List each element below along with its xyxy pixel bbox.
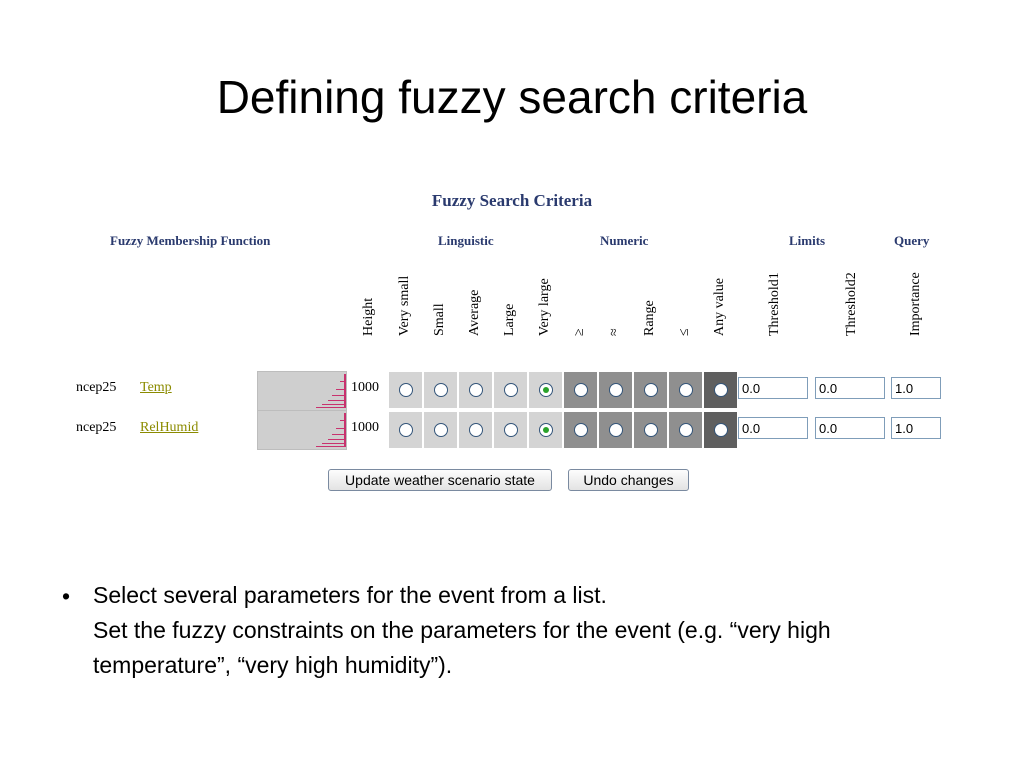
radio-large[interactable] <box>503 423 518 437</box>
membership-function-sparkline <box>257 371 347 411</box>
radio-small[interactable] <box>433 383 448 397</box>
radio-very-small[interactable] <box>398 423 413 437</box>
cell-greater-equal <box>564 412 597 448</box>
radio-less-equal[interactable] <box>678 383 693 397</box>
cell-average <box>459 372 492 408</box>
radio-range[interactable] <box>643 383 658 397</box>
cell-approx <box>599 372 632 408</box>
importance-field[interactable] <box>891 417 941 439</box>
section-linguistic: Linguistic <box>438 233 494 248</box>
cell-approx <box>599 412 632 448</box>
radio-greater-equal[interactable] <box>573 423 588 437</box>
cell-very-large <box>529 372 562 408</box>
column-header-any-value: Any value <box>712 278 727 336</box>
note-line-1: Select several parameters for the event … <box>93 582 607 608</box>
cell-small <box>424 372 457 408</box>
column-header-threshold1: Threshold1 <box>767 272 782 336</box>
column-header-height: Height <box>361 297 376 336</box>
membership-function-sparkline <box>257 410 347 450</box>
radio-average[interactable] <box>468 423 483 437</box>
column-header-importance: Importance <box>908 272 923 336</box>
column-header-small: Small <box>432 303 447 336</box>
radio-greater-equal[interactable] <box>573 383 588 397</box>
cell-less-equal <box>669 372 702 408</box>
membership-curve <box>316 374 346 408</box>
cell-any-value <box>704 412 737 448</box>
cell-any-value <box>704 372 737 408</box>
cell-very-small <box>389 372 422 408</box>
cell-less-equal <box>669 412 702 448</box>
section-numeric: Numeric <box>600 233 649 248</box>
height-value: 1000 <box>351 420 379 435</box>
importance-field[interactable] <box>891 377 941 399</box>
threshold1-field[interactable] <box>738 377 808 399</box>
parameter-link-temp[interactable]: Temp <box>140 380 172 395</box>
column-header-range: Range <box>642 300 657 336</box>
column-header-very-small: Very small <box>397 275 412 336</box>
cell-small <box>424 412 457 448</box>
radio-very-large[interactable] <box>538 423 553 437</box>
radio-small[interactable] <box>433 423 448 437</box>
row-source: ncep25 <box>76 380 117 395</box>
column-header-threshold2: Threshold2 <box>844 272 859 336</box>
column-header-very-large: Very large <box>537 278 552 336</box>
section-limits: Limits <box>789 233 826 248</box>
slide-title: Defining fuzzy search criteria <box>216 71 808 123</box>
parameter-link-relhumid[interactable]: RelHumid <box>140 420 199 435</box>
threshold2-field[interactable] <box>815 417 885 439</box>
update-scenario-button[interactable]: Update weather scenario state <box>328 469 552 491</box>
row-source: ncep25 <box>76 420 117 435</box>
column-header-less-equal: ≤ <box>677 328 692 336</box>
height-value: 1000 <box>351 380 379 395</box>
membership-curve <box>316 413 346 447</box>
radio-less-equal[interactable] <box>678 423 693 437</box>
radio-approx[interactable] <box>608 383 623 397</box>
radio-large[interactable] <box>503 383 518 397</box>
column-header-large: Large <box>502 303 517 336</box>
radio-range[interactable] <box>643 423 658 437</box>
cell-range <box>634 372 667 408</box>
threshold2-field[interactable] <box>815 377 885 399</box>
radio-any-value[interactable] <box>713 423 728 437</box>
panel-title: Fuzzy Search Criteria <box>431 191 593 210</box>
column-header-average: Average <box>467 289 482 336</box>
column-header-approx: ≈ <box>607 328 622 336</box>
cell-average <box>459 412 492 448</box>
cell-large <box>494 372 527 408</box>
cell-very-large <box>529 412 562 448</box>
cell-large <box>494 412 527 448</box>
slide-note: Select several parameters for the event … <box>93 578 963 683</box>
section-membership-function: Fuzzy Membership Function <box>110 233 271 248</box>
radio-approx[interactable] <box>608 423 623 437</box>
radio-very-large[interactable] <box>538 383 553 397</box>
note-line-2: Set the fuzzy constraints on the paramet… <box>93 617 831 678</box>
radio-average[interactable] <box>468 383 483 397</box>
column-header-greater-equal: ≥ <box>572 328 587 336</box>
radio-any-value[interactable] <box>713 383 728 397</box>
cell-range <box>634 412 667 448</box>
section-query: Query <box>894 233 930 248</box>
radio-very-small[interactable] <box>398 383 413 397</box>
cell-very-small <box>389 412 422 448</box>
cell-greater-equal <box>564 372 597 408</box>
threshold1-field[interactable] <box>738 417 808 439</box>
undo-changes-button[interactable]: Undo changes <box>568 469 689 491</box>
bullet-marker: • <box>62 583 71 609</box>
